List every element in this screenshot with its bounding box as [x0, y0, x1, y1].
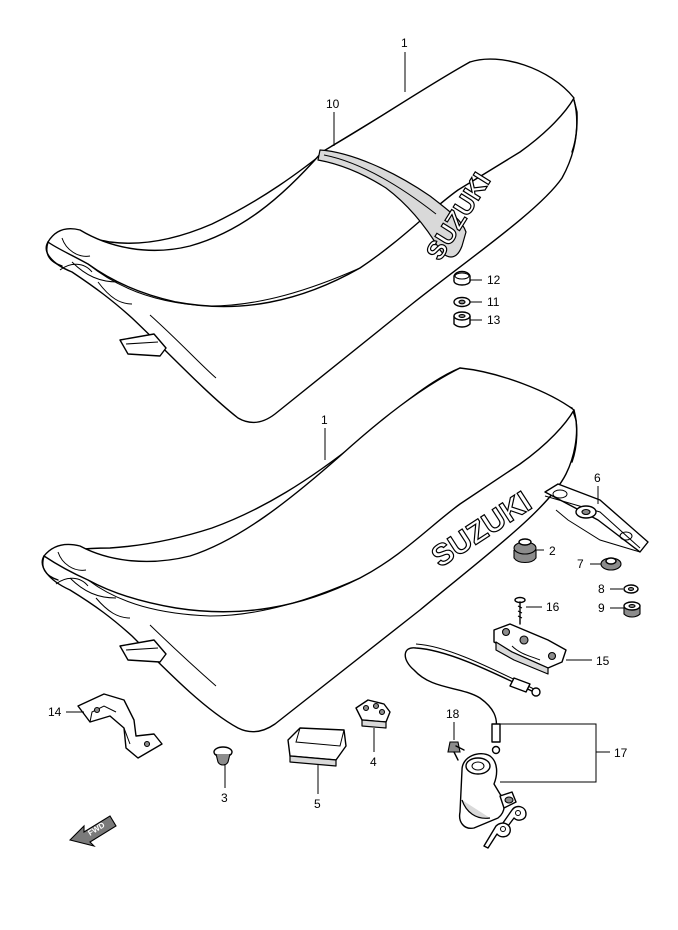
callout-1-upper: 1 [401, 36, 408, 50]
part-11-washer [453, 296, 471, 308]
callout-1-lower: 1 [321, 413, 328, 427]
part-8-washer [623, 584, 639, 594]
callout-5: 5 [314, 797, 321, 811]
upper-seat [45, 58, 578, 424]
part-17-lock-set [458, 752, 527, 849]
callout-13: 13 [487, 313, 501, 327]
part-13-nut [453, 311, 471, 328]
leader-lines [66, 52, 624, 794]
part-18-screw [447, 741, 465, 761]
callout-8: 8 [598, 582, 605, 596]
callout-2: 2 [549, 544, 556, 558]
part-12-grommet [453, 270, 471, 286]
part-6-bracket [544, 483, 649, 553]
callout-17: 17 [614, 746, 628, 760]
part-5-pad [287, 727, 347, 767]
callout-3: 3 [221, 791, 228, 805]
part-2-cushion [513, 538, 537, 564]
part-4-clip [355, 699, 391, 729]
callout-15: 15 [596, 654, 610, 668]
lock-cable [404, 643, 541, 755]
callout-7: 7 [577, 557, 584, 571]
callout-12: 12 [487, 273, 501, 287]
callout-16: 16 [546, 600, 560, 614]
part-7-grommet [600, 557, 622, 571]
part-3-clip [213, 746, 233, 766]
callout-11: 11 [487, 295, 500, 309]
callout-4: 4 [370, 755, 377, 769]
part-16-screw [514, 596, 526, 625]
part-14-bracket [77, 693, 163, 759]
part-9-nut [623, 601, 641, 618]
callout-10: 10 [326, 97, 340, 111]
callout-14: 14 [48, 705, 62, 719]
callout-18: 18 [446, 707, 460, 721]
fwd-arrow: FWD [68, 815, 117, 848]
callout-9: 9 [598, 601, 605, 615]
part-15-seat-lock [493, 623, 567, 675]
callout-6: 6 [594, 471, 601, 485]
lower-seat [41, 367, 578, 733]
